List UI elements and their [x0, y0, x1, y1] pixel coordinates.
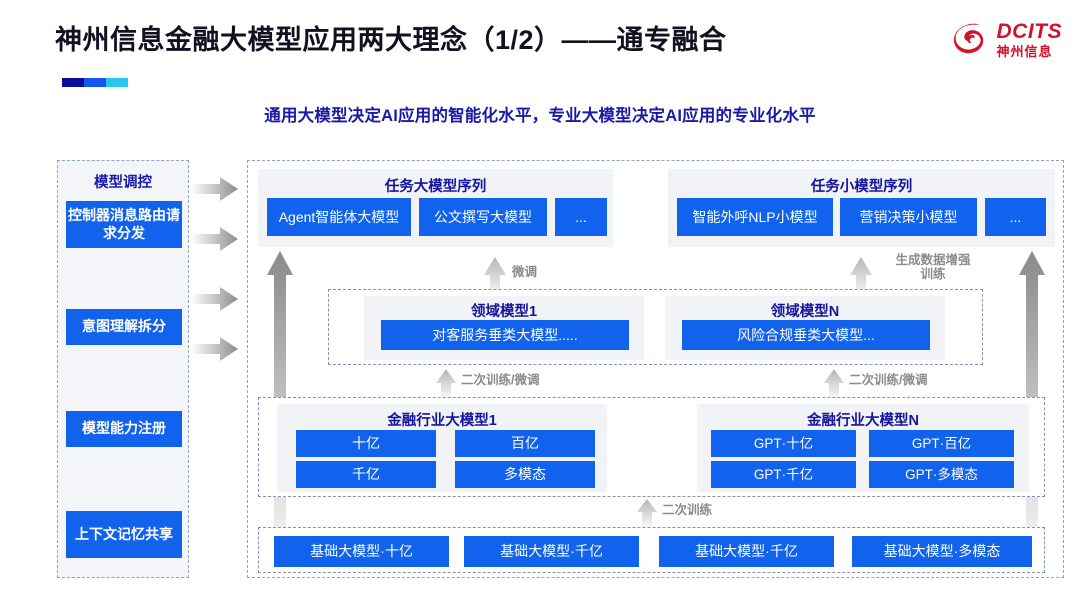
model-control-panel: 模型调控 控制器消息路由请求分发 意图理解拆分 模型能力注册 上下文记忆共享 — [57, 160, 189, 578]
control-item-intent-parse[interactable]: 意图理解拆分 — [66, 309, 182, 345]
foundation-models-group: 基础大模型·十亿 基础大模型·千亿 基础大模型·千亿 基础大模型·多模态 — [258, 527, 1045, 573]
finance-model-1-box: 金融行业大模型1 十亿 百亿 千亿 多模态 — [277, 404, 607, 492]
task-box-marketing-decision-small-model[interactable]: 营销决策小模型 — [840, 198, 977, 236]
dcits-swirl-icon — [953, 23, 984, 54]
task-box-outbound-nlp-small-model[interactable]: 智能外呼NLP小模型 — [677, 198, 833, 236]
foundation-box-qianyi-2[interactable]: 基础大模型·千亿 — [659, 536, 834, 567]
task-box-more-small[interactable]: ... — [985, 198, 1046, 236]
finance-model-1-scale-multimodal[interactable]: 多模态 — [455, 461, 595, 488]
task-box-more-large[interactable]: ... — [555, 198, 607, 236]
right-arrow-2-icon — [192, 227, 238, 251]
label-data-augment: 生成数据增强 训练 — [878, 253, 988, 282]
domain-model-n-value[interactable]: 风险合规垂类大模型... — [682, 320, 930, 350]
dcits-logo: DCITS 神州信息 — [952, 20, 1063, 58]
control-item-router-dispatch[interactable]: 控制器消息路由请求分发 — [66, 201, 182, 248]
finance-model-n-scale-qianyi[interactable]: GPT·千亿 — [711, 461, 856, 488]
task-large-model-sequence-title: 任务大模型序列 — [384, 179, 487, 195]
up-arrow-retrain-finetune-right-icon — [824, 369, 844, 401]
foundation-box-shiyi[interactable]: 基础大模型·十亿 — [274, 536, 449, 567]
logo-chinese-text: 神州信息 — [996, 43, 1053, 59]
task-small-model-sequence-title: 任务小模型序列 — [810, 179, 913, 195]
up-arrow-fine-tune-left-icon — [484, 257, 506, 299]
model-architecture-panel: 任务大模型序列 Agent智能体大模型 公文撰写大模型 ... 任务小模型序列 … — [247, 160, 1064, 578]
label-data-augment-line1: 生成数据增强 — [895, 253, 971, 267]
domain-model-1-box: 领域模型1 对客服务垂类大模型..... — [364, 296, 644, 360]
finance-model-1-scale-baiyi[interactable]: 百亿 — [455, 430, 595, 457]
label-retrain: 二次训练 — [662, 503, 713, 517]
domain-models-group: 领域模型1 对客服务垂类大模型..... 领域模型N 风险合规垂类大模型... — [328, 289, 983, 365]
finance-model-n-scale-multimodal[interactable]: GPT·多模态 — [869, 461, 1014, 488]
task-box-agent-large-model[interactable]: Agent智能体大模型 — [267, 198, 411, 236]
accent-segment-3 — [106, 78, 128, 87]
accent-segment-2 — [84, 78, 107, 87]
right-arrow-1-icon — [192, 177, 238, 201]
up-arrow-data-augment-icon — [850, 257, 872, 299]
logo-english-text: DCITS — [996, 19, 1062, 43]
finance-model-n-scale-baiyi[interactable]: GPT·百亿 — [869, 430, 1014, 457]
industry-models-group: 金融行业大模型1 十亿 百亿 千亿 多模态 金融行业大模型N GPT·十亿 GP… — [258, 397, 1045, 497]
domain-model-n-title: 领域模型N — [770, 304, 840, 320]
logo-wordmark: DCITS 神州信息 — [997, 21, 1063, 58]
finance-model-n-box: 金融行业大模型N GPT·十亿 GPT·百亿 GPT·千亿 GPT·多模态 — [697, 404, 1029, 492]
right-arrow-3-icon — [192, 287, 238, 311]
control-item-capability-register[interactable]: 模型能力注册 — [66, 411, 182, 447]
finance-model-n-title: 金融行业大模型N — [807, 413, 919, 429]
up-arrow-retrain-icon — [637, 499, 657, 529]
label-fine-tune: 微调 — [512, 265, 538, 279]
page-title: 神州信息金融大模型应用两大理念（1/2）——通专融合 — [55, 25, 727, 55]
page-subtitle: 通用大模型决定AI应用的智能化水平，专业大模型决定AI应用的专业化水平 — [264, 107, 816, 125]
domain-model-n-box: 领域模型N 风险合规垂类大模型... — [665, 296, 945, 360]
finance-model-1-title: 金融行业大模型1 — [387, 413, 497, 429]
accent-segment-1 — [62, 78, 85, 87]
domain-model-1-value[interactable]: 对客服务垂类大模型..... — [381, 320, 629, 350]
foundation-box-multimodal[interactable]: 基础大模型·多模态 — [852, 536, 1032, 567]
title-accent-bar — [62, 78, 128, 87]
label-retrain-finetune-right: 二次训练/微调 — [849, 373, 928, 387]
finance-model-1-scale-qianyi[interactable]: 千亿 — [296, 461, 436, 488]
foundation-box-qianyi-1[interactable]: 基础大模型·千亿 — [464, 536, 639, 567]
label-data-augment-line2: 训练 — [920, 267, 946, 282]
task-small-model-sequence-group: 任务小模型序列 智能外呼NLP小模型 营销决策小模型 ... — [668, 169, 1055, 247]
task-large-model-sequence-group: 任务大模型序列 Agent智能体大模型 公文撰写大模型 ... — [258, 169, 613, 247]
right-arrow-4-icon — [192, 337, 238, 361]
control-item-context-memory-share[interactable]: 上下文记忆共享 — [66, 511, 182, 558]
model-control-title: 模型调控 — [94, 175, 152, 191]
finance-model-1-scale-shiyi[interactable]: 十亿 — [296, 430, 436, 457]
up-arrow-retrain-finetune-left-icon — [436, 369, 456, 401]
domain-model-1-title: 领域模型1 — [470, 304, 538, 320]
task-box-document-writing-large-model[interactable]: 公文撰写大模型 — [419, 198, 547, 236]
finance-model-n-scale-shiyi[interactable]: GPT·十亿 — [711, 430, 856, 457]
label-retrain-finetune-left: 二次训练/微调 — [461, 373, 540, 387]
